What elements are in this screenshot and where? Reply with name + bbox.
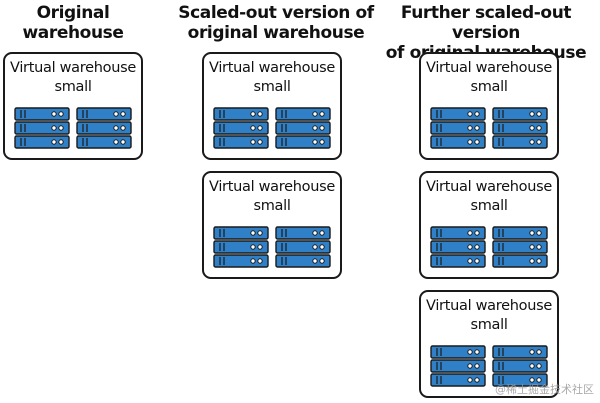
column-title-original: Original warehouse (22, 3, 124, 43)
warehouse-label: Virtual warehouse small (10, 60, 136, 95)
warehouse-box: Virtual warehouse small (419, 171, 559, 279)
server-rack-icon (430, 345, 486, 391)
warehouse-box: Virtual warehouse small (419, 52, 559, 160)
server-rack-icon (275, 226, 331, 272)
server-rack-icon (492, 226, 548, 272)
server-rack-icon (430, 107, 486, 153)
warehouse-label: Virtual warehouse small (209, 179, 335, 214)
server-rack-icon (275, 107, 331, 153)
warehouse-label: Virtual warehouse small (426, 60, 552, 95)
warehouse-box: Virtual warehouse small (3, 52, 143, 160)
warehouse-label: Virtual warehouse small (426, 179, 552, 214)
warehouse-box: Virtual warehouse small (202, 52, 342, 160)
warehouse-label: Virtual warehouse small (426, 298, 552, 333)
server-rack-icon (76, 107, 132, 153)
column-title-scaled-out: Scaled-out version of original warehouse (178, 3, 374, 43)
server-rack-icon (492, 107, 548, 153)
watermark: @稀土掘金技术社区 (495, 383, 594, 396)
server-rack-icon (430, 226, 486, 272)
server-rack-icon (14, 107, 70, 153)
warehouse-box: Virtual warehouse small (202, 171, 342, 279)
server-rack-icon (492, 345, 548, 391)
server-rack-icon (213, 107, 269, 153)
warehouse-label: Virtual warehouse small (209, 60, 335, 95)
warehouse-box: Virtual warehouse small (419, 290, 559, 398)
server-rack-icon (213, 226, 269, 272)
